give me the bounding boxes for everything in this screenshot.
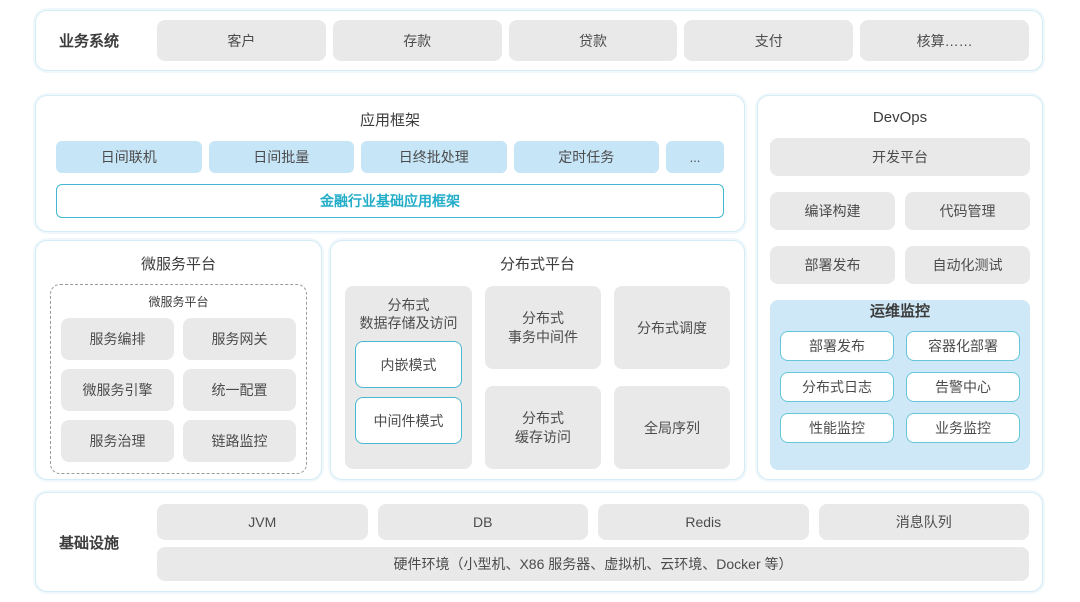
microservice-title: 微服务平台 [140,256,216,273]
distributed-storage-label: 分布式 数据存储及访问 [359,297,458,332]
distributed-cache-access: 分布式 缓存访问 [485,386,601,469]
appfw-item-daytime-online: 日间联机 [56,141,202,173]
microservice-inner-box: 微服务平台 服务编排 服务网关 微服务引擎 统一配置 服务治理 链路监控 [50,284,307,474]
business-item-customer: 客户 [157,20,326,61]
financial-base-framework: 金融行业基础应用框架 [56,184,724,218]
infra-item-mq: 消息队列 [818,503,1029,540]
app-framework-title: 应用框架 [359,112,420,129]
micro-item-governance: 服务治理 [61,420,174,462]
business-systems-row: 客户 存款 贷款 支付 核算…… [157,20,1029,61]
ops-monitoring-grid: 部署发布 容器化部署 分布式日志 告警中心 性能监控 业务监控 [780,331,1020,443]
infrastructure-row: JVM DB Redis 消息队列 [157,503,1029,540]
business-item-deposit: 存款 [332,20,502,61]
microservice-panel: 微服务平台 微服务平台 服务编排 服务网关 微服务引擎 统一配置 服务治理 链路… [35,240,322,480]
appfw-item-daytime-batch: 日间批量 [208,141,354,173]
distributed-transaction-middleware: 分布式 事务中间件 [485,286,601,369]
infrastructure-content: JVM DB Redis 消息队列 硬件环境（小型机、X86 服务器、虚拟机、云… [157,503,1029,581]
devops-panel: DevOps 开发平台 编译构建 代码管理 部署发布 自动化测试 运维监控 部署… [757,95,1043,480]
appfw-item-ellipsis: ... [666,141,724,173]
global-sequence: 全局序列 [614,386,730,469]
devops-item-auto-test: 自动化测试 [905,246,1030,284]
distributed-grid: 分布式 数据存储及访问 内嵌模式 中间件模式 分布式 事务中间件 分布式调度 分… [345,286,730,469]
appfw-item-eod-batch: 日终批处理 [361,141,507,173]
app-framework-row: 日间联机 日间批量 日终批处理 定时任务 ... [56,141,724,173]
micro-item-unified-config: 统一配置 [183,369,296,411]
business-systems-panel: 业务系统 客户 存款 贷款 支付 核算…… [35,10,1043,71]
devops-item-deploy: 部署发布 [770,246,895,284]
microservice-grid: 服务编排 服务网关 微服务引擎 统一配置 服务治理 链路监控 [61,318,296,462]
hardware-environment: 硬件环境（小型机、X86 服务器、虚拟机、云环境、Docker 等） [157,546,1029,581]
distributed-scheduling: 分布式调度 [614,286,730,369]
infra-item-db: DB [377,503,588,540]
storage-mode-embedded: 内嵌模式 [355,341,462,389]
devops-item-build: 编译构建 [770,192,895,230]
micro-item-gateway: 服务网关 [183,318,296,360]
ops-monitoring-title: 运维监控 [869,303,930,320]
infra-item-redis: Redis [598,503,809,540]
app-framework-panel: 应用框架 日间联机 日间批量 日终批处理 定时任务 ... 金融行业基础应用框架 [35,95,745,232]
monitor-item-distributed-log: 分布式日志 [780,372,894,402]
monitor-item-alert-center: 告警中心 [906,372,1020,402]
ops-monitoring-panel: 运维监控 部署发布 容器化部署 分布式日志 告警中心 性能监控 业务监控 [770,300,1030,470]
devops-title: DevOps [872,109,928,126]
micro-item-orchestration: 服务编排 [61,318,174,360]
infrastructure-panel: 基础设施 JVM DB Redis 消息队列 硬件环境（小型机、X86 服务器、… [35,492,1043,592]
business-systems-label: 业务系统 [59,33,120,50]
infrastructure-label: 基础设施 [59,534,120,552]
devops-item-code-mgmt: 代码管理 [905,192,1030,230]
appfw-item-scheduled-task: 定时任务 [513,141,659,173]
devops-dev-platform: 开发平台 [770,138,1030,176]
microservice-inner-title: 微服务平台 [148,295,209,309]
distributed-title: 分布式平台 [499,256,575,273]
micro-item-trace-monitor: 链路监控 [183,420,296,462]
monitor-item-deploy: 部署发布 [780,331,894,361]
storage-mode-middleware: 中间件模式 [355,397,462,445]
distributed-storage-box: 分布式 数据存储及访问 内嵌模式 中间件模式 [345,286,472,469]
micro-item-engine: 微服务引擎 [61,369,174,411]
monitor-item-performance: 性能监控 [780,413,894,443]
distributed-panel: 分布式平台 分布式 数据存储及访问 内嵌模式 中间件模式 分布式 事务中间件 分… [330,240,745,480]
business-item-loan: 贷款 [508,20,678,61]
devops-grid: 编译构建 代码管理 部署发布 自动化测试 [770,192,1030,284]
business-item-payment: 支付 [684,20,854,61]
infra-item-jvm: JVM [157,503,368,540]
business-item-accounting: 核算…… [860,20,1029,61]
monitor-item-container-deploy: 容器化部署 [906,331,1020,361]
monitor-item-business: 业务监控 [906,413,1020,443]
